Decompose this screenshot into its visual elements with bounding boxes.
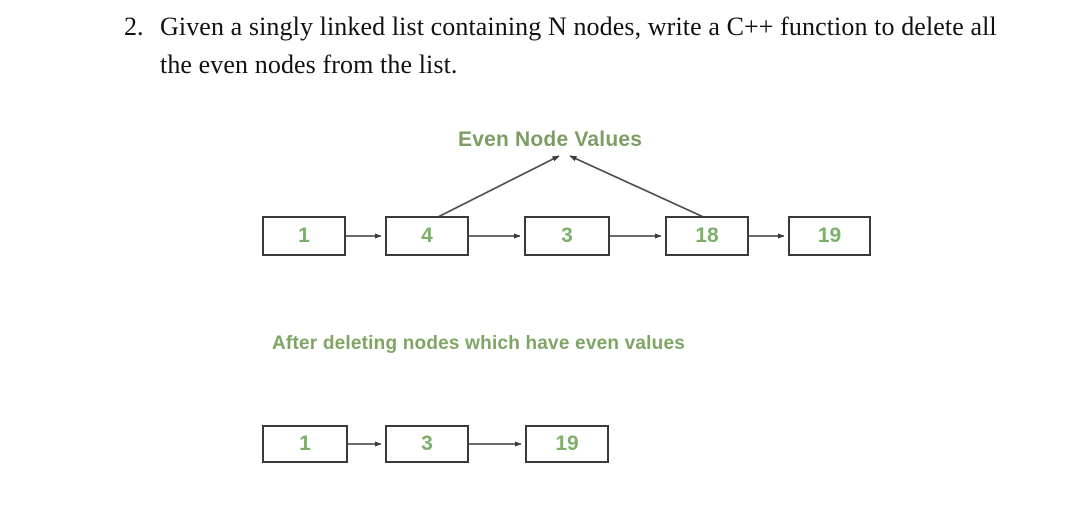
even-node-values-label: Even Node Values <box>458 128 643 151</box>
question-text: Given a singly linked list containing N … <box>160 12 997 79</box>
after-node-3: 19 <box>525 425 609 463</box>
after-delete-label: After deleting nodes which have even val… <box>272 333 685 354</box>
after-node-2: 3 <box>385 425 469 463</box>
before-node-5: 19 <box>788 216 871 256</box>
before-node-1: 1 <box>262 216 346 256</box>
question-number: 2. <box>124 12 144 41</box>
even-node-pointer-lines <box>431 155 711 221</box>
before-node-3: 3 <box>524 216 610 256</box>
before-node-2: 4 <box>385 216 469 256</box>
after-node-1: 1 <box>262 425 348 463</box>
question-block: 2. Given a singly linked list containing… <box>124 8 1034 84</box>
before-node-4: 18 <box>665 216 749 256</box>
